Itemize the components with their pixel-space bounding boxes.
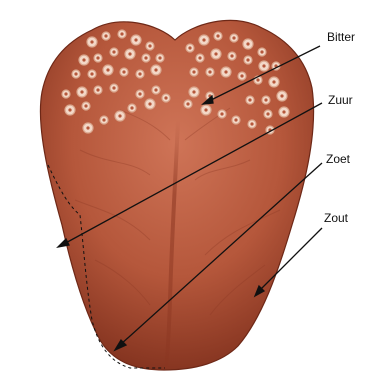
papilla-center [104,34,107,37]
papilla-center [280,94,283,97]
papilla-center [112,86,115,89]
papilla-center [248,98,251,101]
papilla-center [84,104,87,107]
papilla-center [214,52,217,55]
papilla-center [192,70,195,73]
papilla-center [234,118,237,121]
papilla-center [240,74,243,77]
papilla-center [74,72,77,75]
papilla-center [250,122,253,125]
papilla-center [262,64,265,67]
papilla-center [198,56,201,59]
papilla-center [118,114,121,117]
papilla-center [186,102,189,105]
label-zout: Zout [324,211,349,225]
papilla-center [90,72,93,75]
papilla-center [120,32,123,35]
papilla-center [232,36,235,39]
papilla-center [82,58,85,61]
papilla-center [144,56,147,59]
papilla-center [134,38,137,41]
papilla-center [272,80,275,83]
papilla-center [192,90,195,93]
papilla-center [208,70,211,73]
papilla-center [138,92,141,95]
papilla-center [154,88,157,91]
papilla-center [86,126,89,129]
papilla-center [158,56,161,59]
papilla-center [130,106,133,109]
papilla-center [96,56,99,59]
papilla-center [260,50,263,53]
papilla-center [246,58,249,61]
papilla-center [188,46,191,49]
papilla-center [106,68,109,71]
papilla-center [102,118,105,121]
papilla-center [96,88,99,91]
papilla-center [90,40,93,43]
label-zoet: Zoet [326,152,351,166]
papilla-center [164,96,167,99]
papilla-center [204,108,207,111]
papilla-center [68,108,71,111]
papilla-center [64,92,67,95]
papilla-center [138,72,141,75]
papilla-center [112,50,115,53]
papilla-center [128,52,131,55]
papilla-center [256,78,259,81]
papilla-center [266,112,269,115]
papilla-center [282,110,285,113]
papilla-center [148,44,151,47]
tongue-body [40,20,313,370]
papilla-center [202,38,205,41]
papilla-center [122,70,125,73]
label-bitter: Bitter [327,30,355,44]
papilla-center [230,54,233,57]
papilla-center [220,112,223,115]
papilla-center [246,42,249,45]
papilla-center [154,68,157,71]
papilla-center [216,34,219,37]
papilla-center [148,102,151,105]
papilla-center [264,98,267,101]
papilla-center [224,70,227,73]
label-zuur: Zuur [328,93,353,107]
papilla-center [80,90,83,93]
